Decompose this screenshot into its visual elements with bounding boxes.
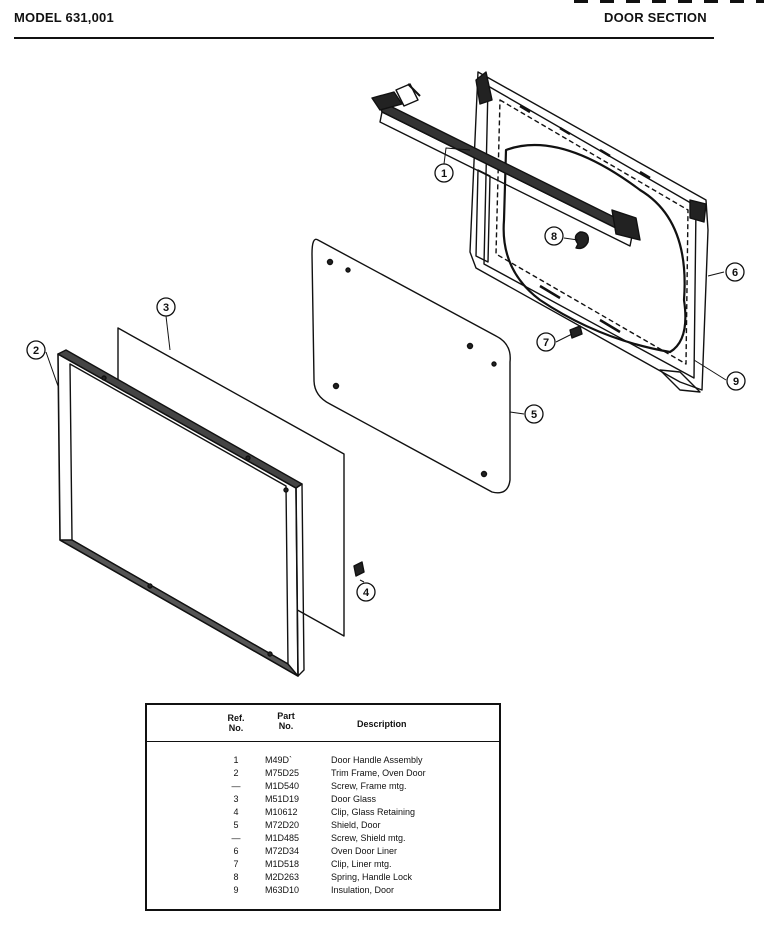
callout-4: 4	[356, 582, 376, 602]
svg-text:3: 3	[163, 302, 169, 314]
svg-text:8: 8	[551, 231, 557, 243]
ref-no-header: Ref. No.	[227, 713, 245, 733]
callout-9: 9	[726, 371, 746, 391]
part-door-handle-assembly	[371, 83, 641, 247]
part-glass-retaining-clip	[353, 561, 365, 577]
part-oven-door-liner	[469, 71, 709, 393]
svg-text:1: 1	[441, 168, 447, 180]
description-header: Description	[357, 719, 407, 729]
svg-text:9: 9	[733, 376, 739, 388]
part-liner-clip	[569, 325, 583, 339]
callout-5: 5	[524, 404, 544, 424]
callout-1: 1	[434, 163, 454, 183]
part-door-shield	[311, 238, 511, 494]
part-trim-frame	[57, 349, 305, 677]
svg-text:5: 5	[531, 409, 537, 421]
callout-6: 6	[725, 262, 745, 282]
svg-text:4: 4	[363, 587, 370, 599]
top-edge-dashes	[574, 0, 764, 3]
svg-text:2: 2	[33, 345, 39, 357]
part-no-header: Part No.	[277, 711, 295, 731]
exploded-door-diagram: 1 2 3 4 5 6 7 8 9	[26, 71, 746, 677]
header-rule	[14, 37, 714, 39]
svg-text:6: 6	[732, 267, 738, 279]
section-title: DOOR SECTION	[604, 10, 707, 25]
svg-text:7: 7	[543, 337, 549, 349]
callout-7: 7	[536, 332, 556, 352]
callout-8: 8	[544, 226, 564, 246]
leader-lines	[45, 147, 727, 583]
parts-table-header: Ref. No. Part No. Description	[147, 705, 499, 742]
callout-3: 3	[156, 297, 176, 317]
part-spring-handle-lock	[574, 231, 590, 250]
model-title: MODEL 631,001	[14, 10, 114, 25]
callout-2: 2	[26, 340, 46, 360]
